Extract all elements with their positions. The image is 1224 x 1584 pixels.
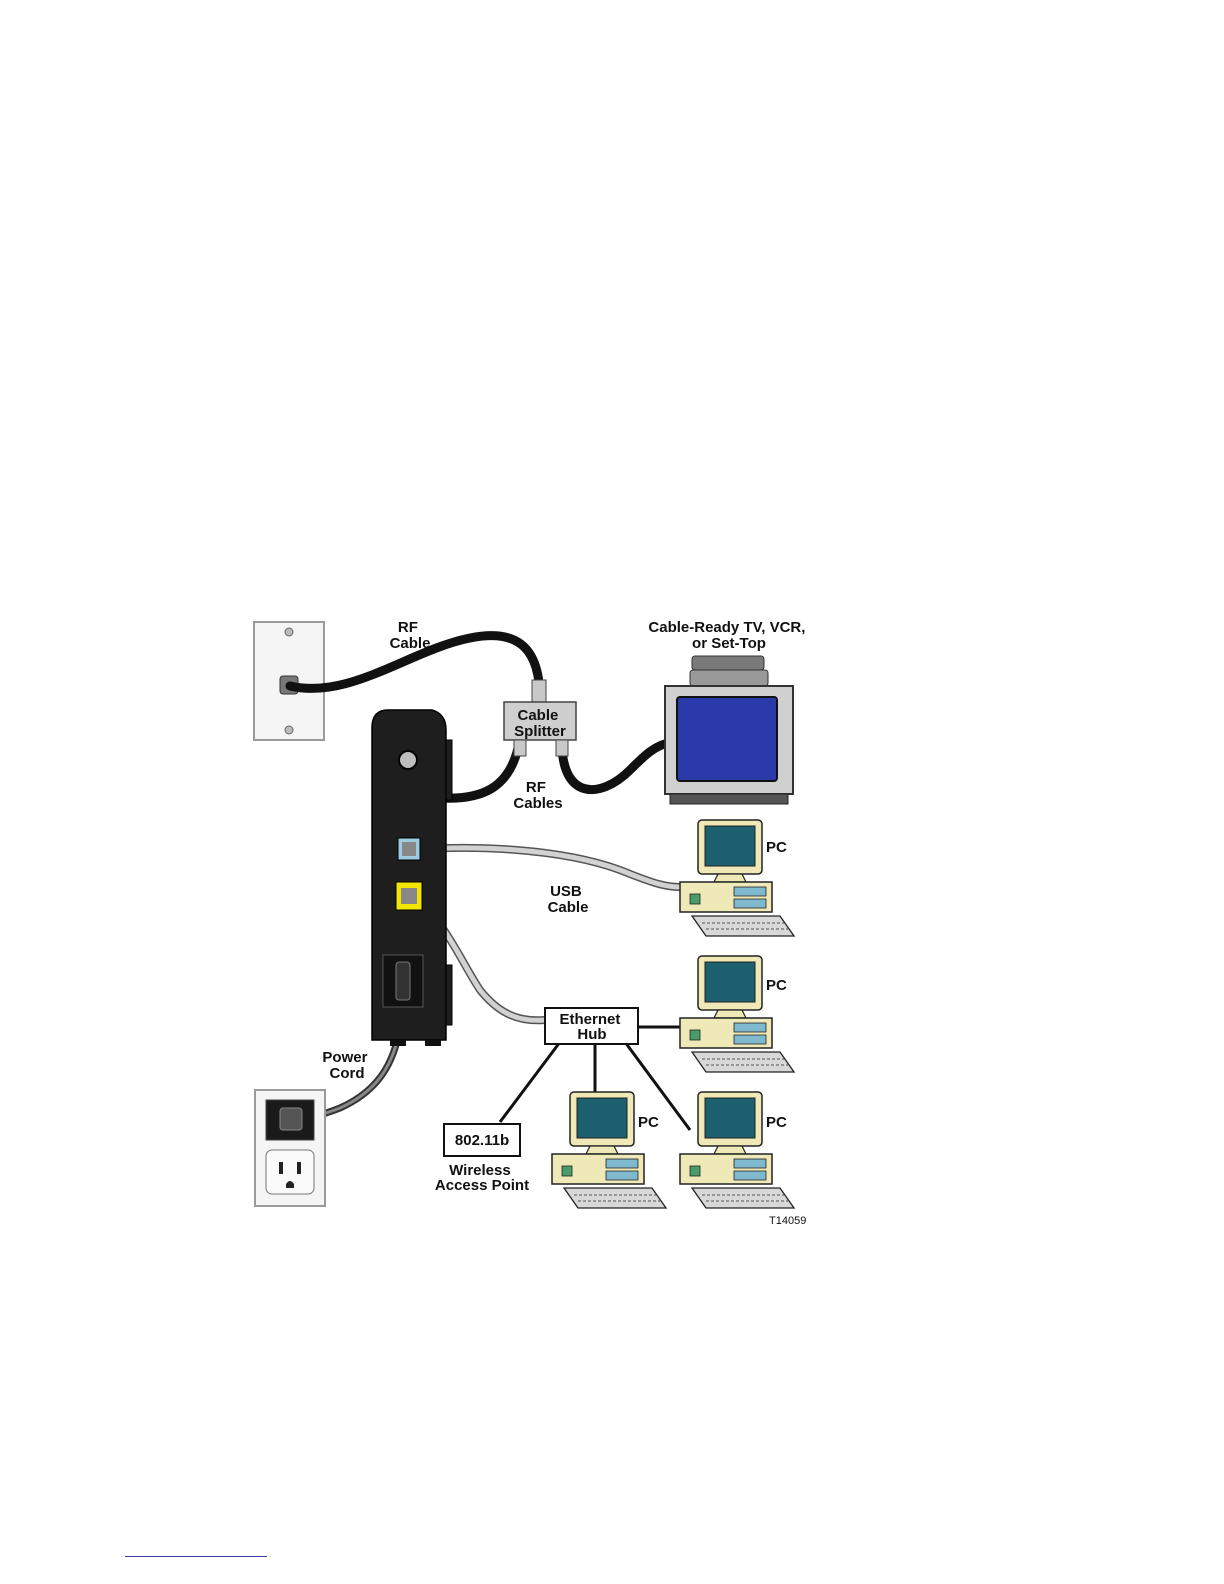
tv-label: Cable-Ready TV, VCR, or Set-Top	[648, 619, 809, 652]
footnote-rule	[125, 1556, 267, 1557]
pc-label: PC	[638, 1114, 659, 1131]
pc-label: PC	[766, 839, 787, 856]
pc-usb	[680, 820, 794, 936]
pc-label: PC	[766, 1114, 787, 1131]
rf-cables-label: RF Cables	[513, 779, 562, 812]
electrical-outlet	[255, 1090, 325, 1206]
coax-port	[399, 751, 417, 769]
rf-cable-label: RF Cable	[390, 619, 431, 652]
wap-label: Wireless Access Point	[435, 1162, 529, 1194]
rf-cable-splitter-to-tv	[562, 738, 672, 790]
pc-ethernet	[680, 1092, 794, 1208]
pc-ethernet	[680, 956, 794, 1072]
splitter-label: Cable Splitter	[514, 707, 566, 740]
usb-cable-label: USB Cable	[548, 883, 589, 916]
pc-ethernet	[552, 1092, 666, 1208]
usb-cable	[412, 848, 690, 887]
pc-label: PC	[766, 977, 787, 994]
power-cord-label: Power Cord	[322, 1049, 371, 1082]
cable-modem	[372, 710, 452, 1046]
wap-box-label: 802.11b	[455, 1132, 509, 1149]
tv-screen	[677, 697, 777, 781]
television	[665, 656, 793, 804]
figure-id: T14059	[769, 1215, 806, 1227]
wall-cable-outlet	[254, 622, 324, 740]
